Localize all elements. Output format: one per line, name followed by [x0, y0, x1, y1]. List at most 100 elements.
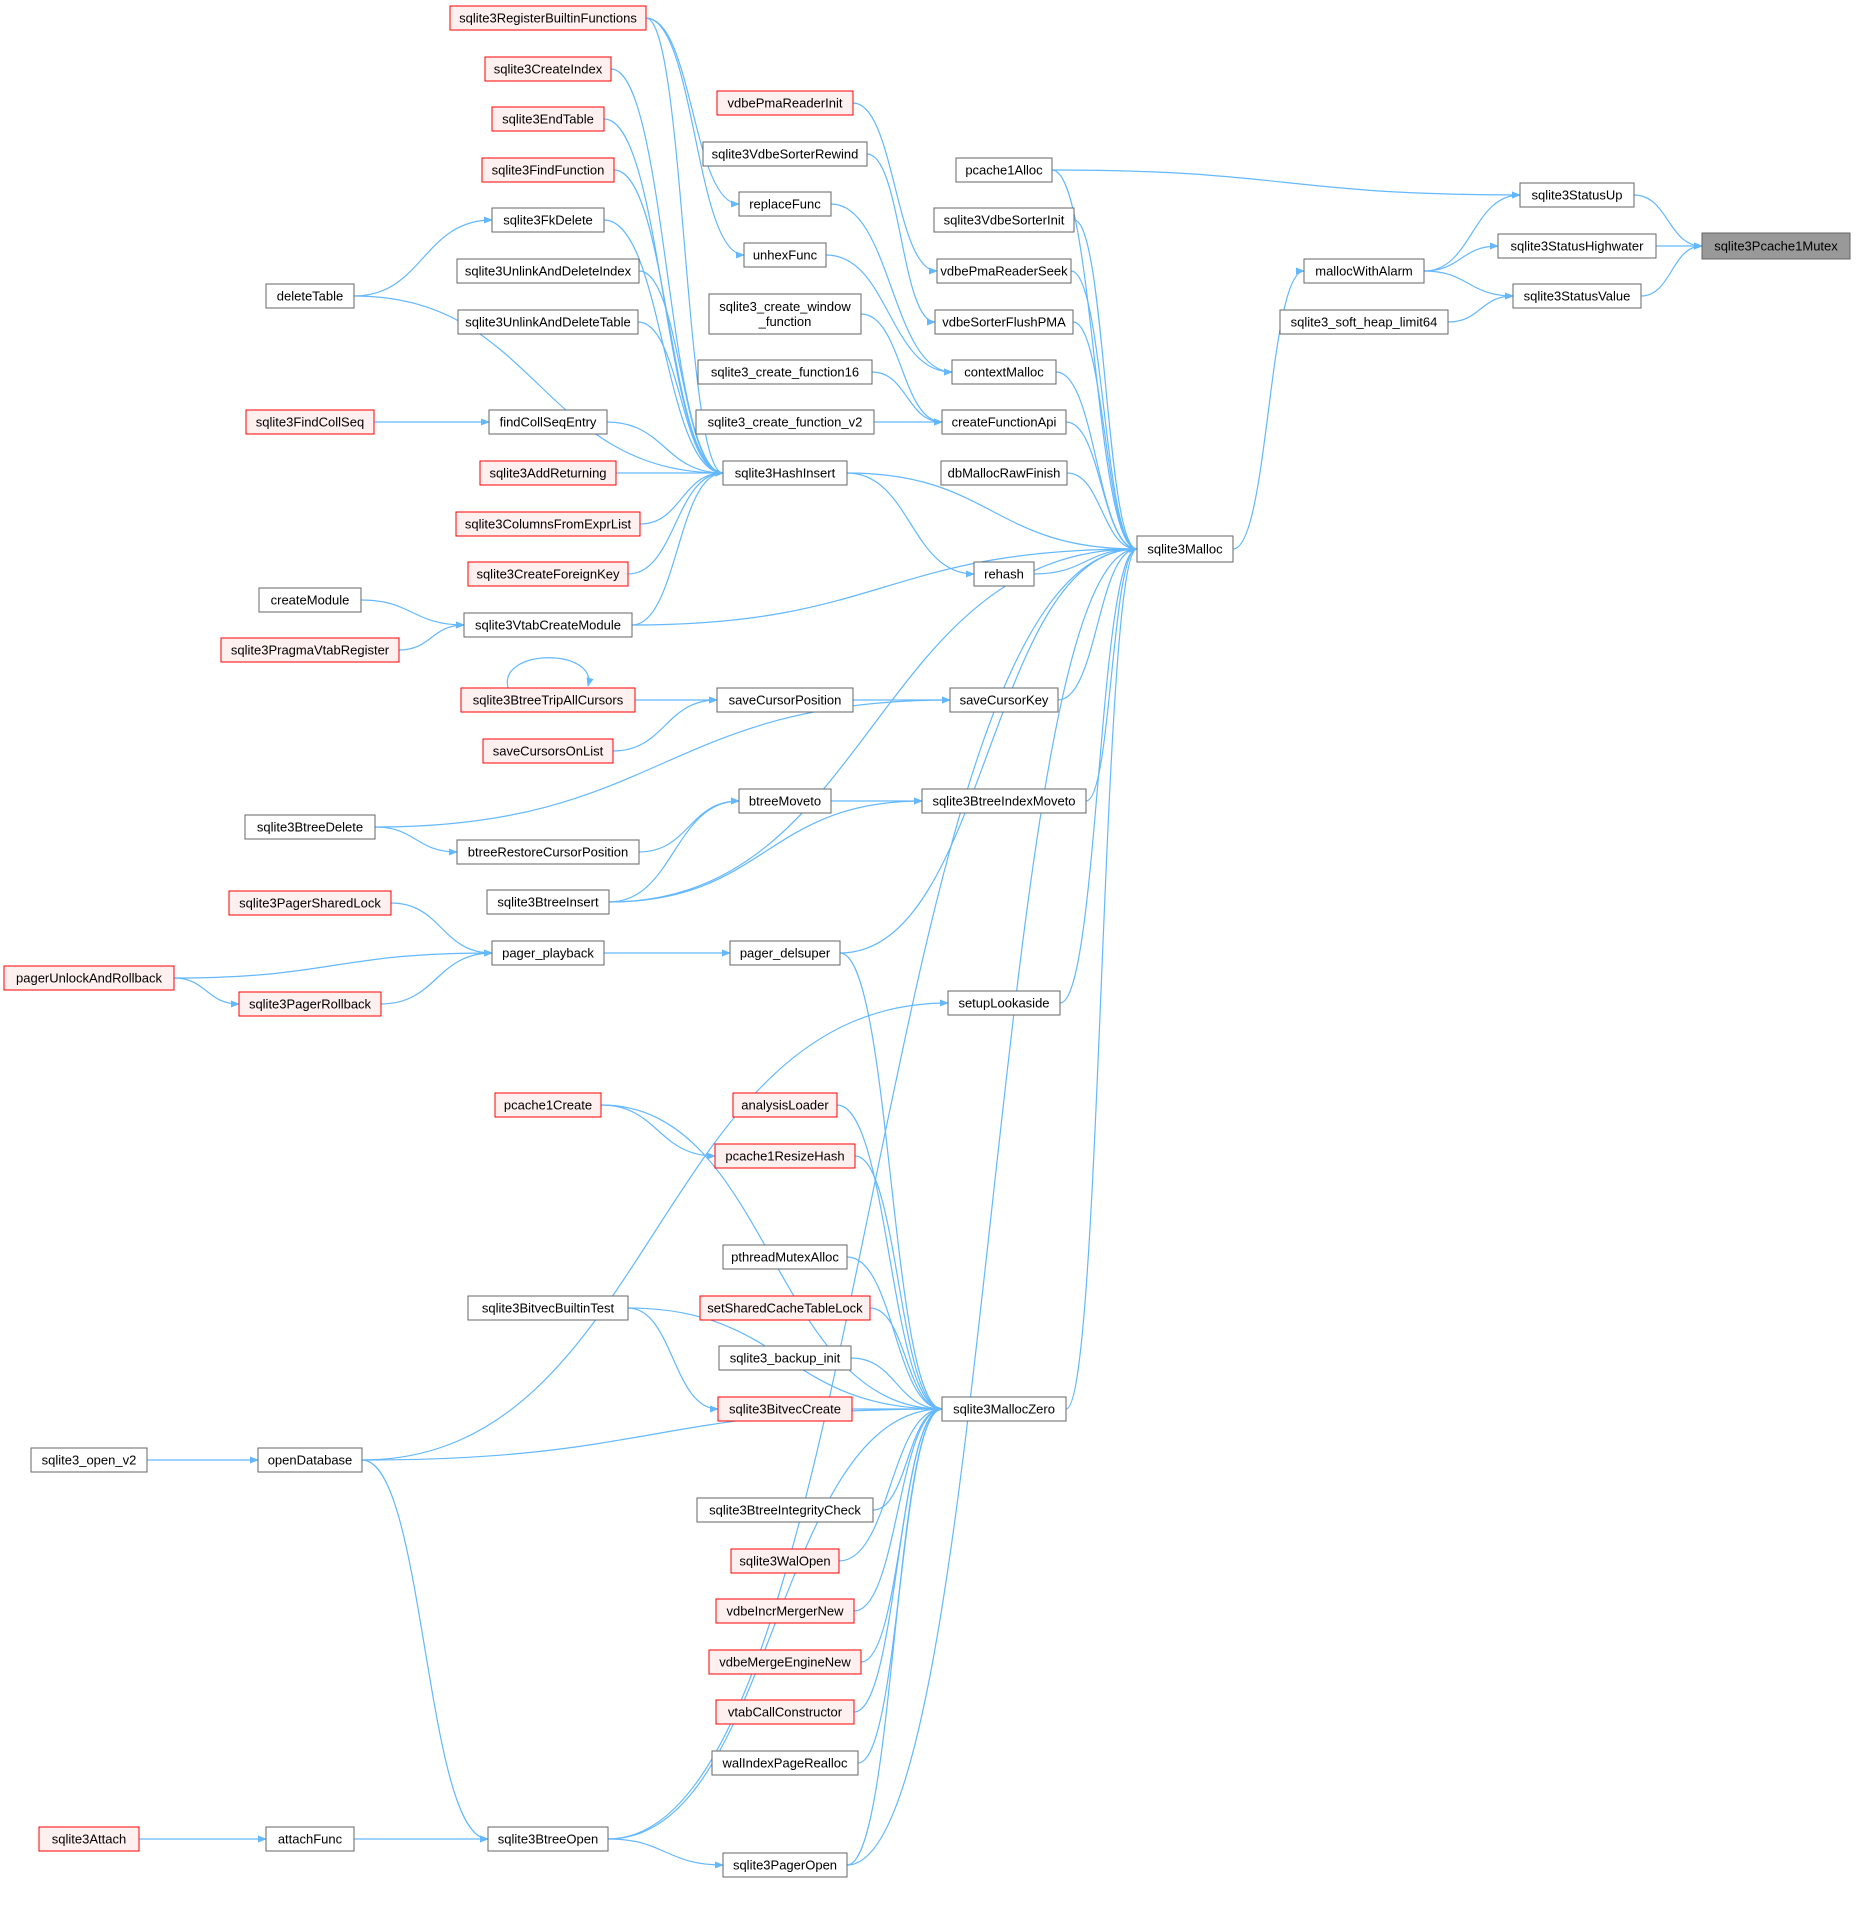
node-Pcache1Mutex[interactable]: sqlite3Pcache1Mutex: [1701, 232, 1851, 260]
node-create_function16[interactable]: sqlite3_create_function16: [697, 359, 873, 385]
edge-vdbeIncrMergerNew-to-MallocZero: [853, 1405, 943, 1612]
node-pcache1Alloc[interactable]: pcache1Alloc: [955, 157, 1053, 183]
node-label: vtabCallConstructor: [728, 1705, 843, 1720]
node-StatusHighwater[interactable]: sqlite3StatusHighwater: [1497, 233, 1657, 259]
node-box: [949, 687, 1059, 713]
node-vtabCallConstructor[interactable]: vtabCallConstructor: [715, 1699, 855, 1725]
node-rehash[interactable]: rehash: [973, 561, 1035, 587]
node-findCollSeqEntry[interactable]: findCollSeqEntry: [488, 409, 608, 435]
node-pthreadMutexAlloc[interactable]: pthreadMutexAlloc: [722, 1244, 848, 1270]
node-box: [708, 293, 862, 335]
node-FindCollSeq[interactable]: sqlite3FindCollSeq: [245, 409, 375, 435]
node-PagerOpen[interactable]: sqlite3PagerOpen: [722, 1852, 848, 1878]
node-vdbeSorterFlushPMA[interactable]: vdbeSorterFlushPMA: [934, 309, 1074, 335]
node-btreeMoveto[interactable]: btreeMoveto: [738, 788, 832, 814]
node-label: sqlite3MallocZero: [953, 1402, 1055, 1417]
node-FkDelete[interactable]: sqlite3FkDelete: [491, 207, 605, 233]
node-pcache1Create[interactable]: pcache1Create: [494, 1092, 602, 1118]
node-UnlinkAndDeleteTable[interactable]: sqlite3UnlinkAndDeleteTable: [457, 309, 639, 335]
node-UnlinkAndDeleteIndex[interactable]: sqlite3UnlinkAndDeleteIndex: [456, 258, 640, 284]
node-box: [716, 90, 854, 116]
node-box: [456, 258, 640, 284]
node-PragmaVtabRegister[interactable]: sqlite3PragmaVtabRegister: [220, 637, 400, 663]
edge-deleteTable-to-HashInsert: [353, 295, 724, 477]
node-box: [1303, 258, 1425, 284]
node-pcache1ResizeHash[interactable]: pcache1ResizeHash: [714, 1143, 856, 1169]
edge-vdbeSorterFlushPMA-to-Malloc: [1072, 321, 1138, 553]
node-walIndexPageRealloc[interactable]: walIndexPageRealloc: [711, 1750, 859, 1776]
node-FindFunction[interactable]: sqlite3FindFunction: [481, 157, 615, 183]
node-vdbePmaReaderSeek[interactable]: vdbePmaReaderSeek: [936, 258, 1072, 284]
node-pager_playback[interactable]: pager_playback: [491, 940, 605, 966]
node-BtreeInsert[interactable]: sqlite3BtreeInsert: [486, 889, 610, 915]
node-box: [717, 1396, 853, 1422]
node-attachFunc[interactable]: attachFunc: [265, 1826, 355, 1852]
node-WalOpen[interactable]: sqlite3WalOpen: [730, 1548, 840, 1574]
node-contextMalloc[interactable]: contextMalloc: [951, 359, 1057, 385]
edge-openDatabase-to-BtreeOpen: [361, 1459, 489, 1843]
edge-ColumnsFromExprList-to-HashInsert: [639, 469, 724, 525]
node-BtreeDelete[interactable]: sqlite3BtreeDelete: [244, 814, 376, 840]
node-Attach[interactable]: sqlite3Attach: [38, 1826, 140, 1852]
node-StatusValue[interactable]: sqlite3StatusValue: [1512, 283, 1642, 309]
node-VdbeSorterRewind[interactable]: sqlite3VdbeSorterRewind: [702, 141, 868, 167]
node-soft_heap[interactable]: sqlite3_soft_heap_limit64: [1279, 309, 1449, 335]
node-AddReturning[interactable]: sqlite3AddReturning: [479, 460, 617, 486]
node-CreateIndex[interactable]: sqlite3CreateIndex: [484, 56, 612, 82]
node-createFunctionApi[interactable]: createFunctionApi: [941, 409, 1067, 435]
node-VtabCreateModule[interactable]: sqlite3VtabCreateModule: [463, 612, 633, 638]
node-box: [715, 1598, 855, 1624]
node-label: rehash: [984, 567, 1024, 582]
node-box: [941, 409, 1067, 435]
node-label: sqlite3StatusHighwater: [1511, 239, 1645, 254]
node-BtreeOpen[interactable]: sqlite3BtreeOpen: [487, 1826, 609, 1852]
node-CreateForeignKey[interactable]: sqlite3CreateForeignKey: [467, 561, 629, 587]
node-EndTable[interactable]: sqlite3EndTable: [491, 106, 605, 132]
node-saveCursorKey[interactable]: saveCursorKey: [949, 687, 1059, 713]
edge-pager_delsuper-to-Malloc: [839, 545, 1138, 954]
node-BitvecBuiltinTest[interactable]: sqlite3BitvecBuiltinTest: [467, 1295, 629, 1321]
node-unhexFunc[interactable]: unhexFunc: [743, 242, 827, 268]
node-create_window[interactable]: sqlite3_create_window_function: [708, 293, 862, 335]
node-PagerRollback[interactable]: sqlite3PagerRollback: [238, 991, 382, 1017]
node-setSharedCacheTableLock[interactable]: setSharedCacheTableLock: [699, 1295, 871, 1321]
node-box: [738, 788, 832, 814]
node-RegisterBuiltinFunctions[interactable]: sqlite3RegisterBuiltinFunctions: [449, 5, 647, 31]
node-Malloc[interactable]: sqlite3Malloc: [1136, 535, 1234, 563]
node-create_function_v2[interactable]: sqlite3_create_function_v2: [695, 409, 875, 435]
node-BtreeIntegrityCheck[interactable]: sqlite3BtreeIntegrityCheck: [696, 1497, 874, 1523]
node-saveCursorPosition[interactable]: saveCursorPosition: [716, 687, 854, 713]
node-box: [947, 990, 1061, 1016]
node-BitvecCreate[interactable]: sqlite3BitvecCreate: [717, 1396, 853, 1422]
node-box: [1701, 232, 1851, 260]
node-HashInsert[interactable]: sqlite3HashInsert: [722, 460, 848, 486]
node-box: [933, 207, 1075, 233]
node-pagerUnlockAndRollback[interactable]: pagerUnlockAndRollback: [3, 965, 175, 991]
node-BtreeIndexMoveto[interactable]: sqlite3BtreeIndexMoveto: [921, 788, 1087, 814]
node-saveCursorsOnList[interactable]: saveCursorsOnList: [482, 738, 614, 764]
node-setupLookaside[interactable]: setupLookaside: [947, 990, 1061, 1016]
node-deleteTable[interactable]: deleteTable: [265, 283, 355, 309]
node-vdbePmaReaderInit[interactable]: vdbePmaReaderInit: [716, 90, 854, 116]
node-vdbeIncrMergerNew[interactable]: vdbeIncrMergerNew: [715, 1598, 855, 1624]
node-replaceFunc[interactable]: replaceFunc: [738, 191, 832, 217]
node-box: [491, 207, 605, 233]
node-backup_init[interactable]: sqlite3_backup_init: [718, 1345, 852, 1371]
node-vdbeMergeEngineNew[interactable]: vdbeMergeEngineNew: [708, 1649, 862, 1675]
node-StatusUp[interactable]: sqlite3StatusUp: [1519, 182, 1635, 208]
node-createModule[interactable]: createModule: [258, 587, 362, 613]
node-btreeRestoreCursorPosition[interactable]: btreeRestoreCursorPosition: [456, 839, 640, 865]
node-label: sqlite3_open_v2: [42, 1453, 137, 1468]
node-VdbeSorterInit[interactable]: sqlite3VdbeSorterInit: [933, 207, 1075, 233]
node-PagerSharedLock[interactable]: sqlite3PagerSharedLock: [228, 890, 392, 916]
node-mallocWithAlarm[interactable]: mallocWithAlarm: [1303, 258, 1425, 284]
node-BtreeTripAllCursors[interactable]: sqlite3BtreeTripAllCursors: [460, 687, 636, 713]
node-open_v2[interactable]: sqlite3_open_v2: [30, 1447, 148, 1473]
node-analysisLoader[interactable]: analysisLoader: [732, 1092, 838, 1118]
node-ColumnsFromExprList[interactable]: sqlite3ColumnsFromExprList: [455, 511, 641, 537]
node-dbMallocRawFinish[interactable]: dbMallocRawFinish: [940, 460, 1068, 486]
node-MallocZero[interactable]: sqlite3MallocZero: [941, 1396, 1067, 1422]
node-label: sqlite3PagerRollback: [249, 997, 372, 1012]
node-openDatabase[interactable]: openDatabase: [257, 1447, 363, 1473]
node-pager_delsuper[interactable]: pager_delsuper: [729, 940, 841, 966]
